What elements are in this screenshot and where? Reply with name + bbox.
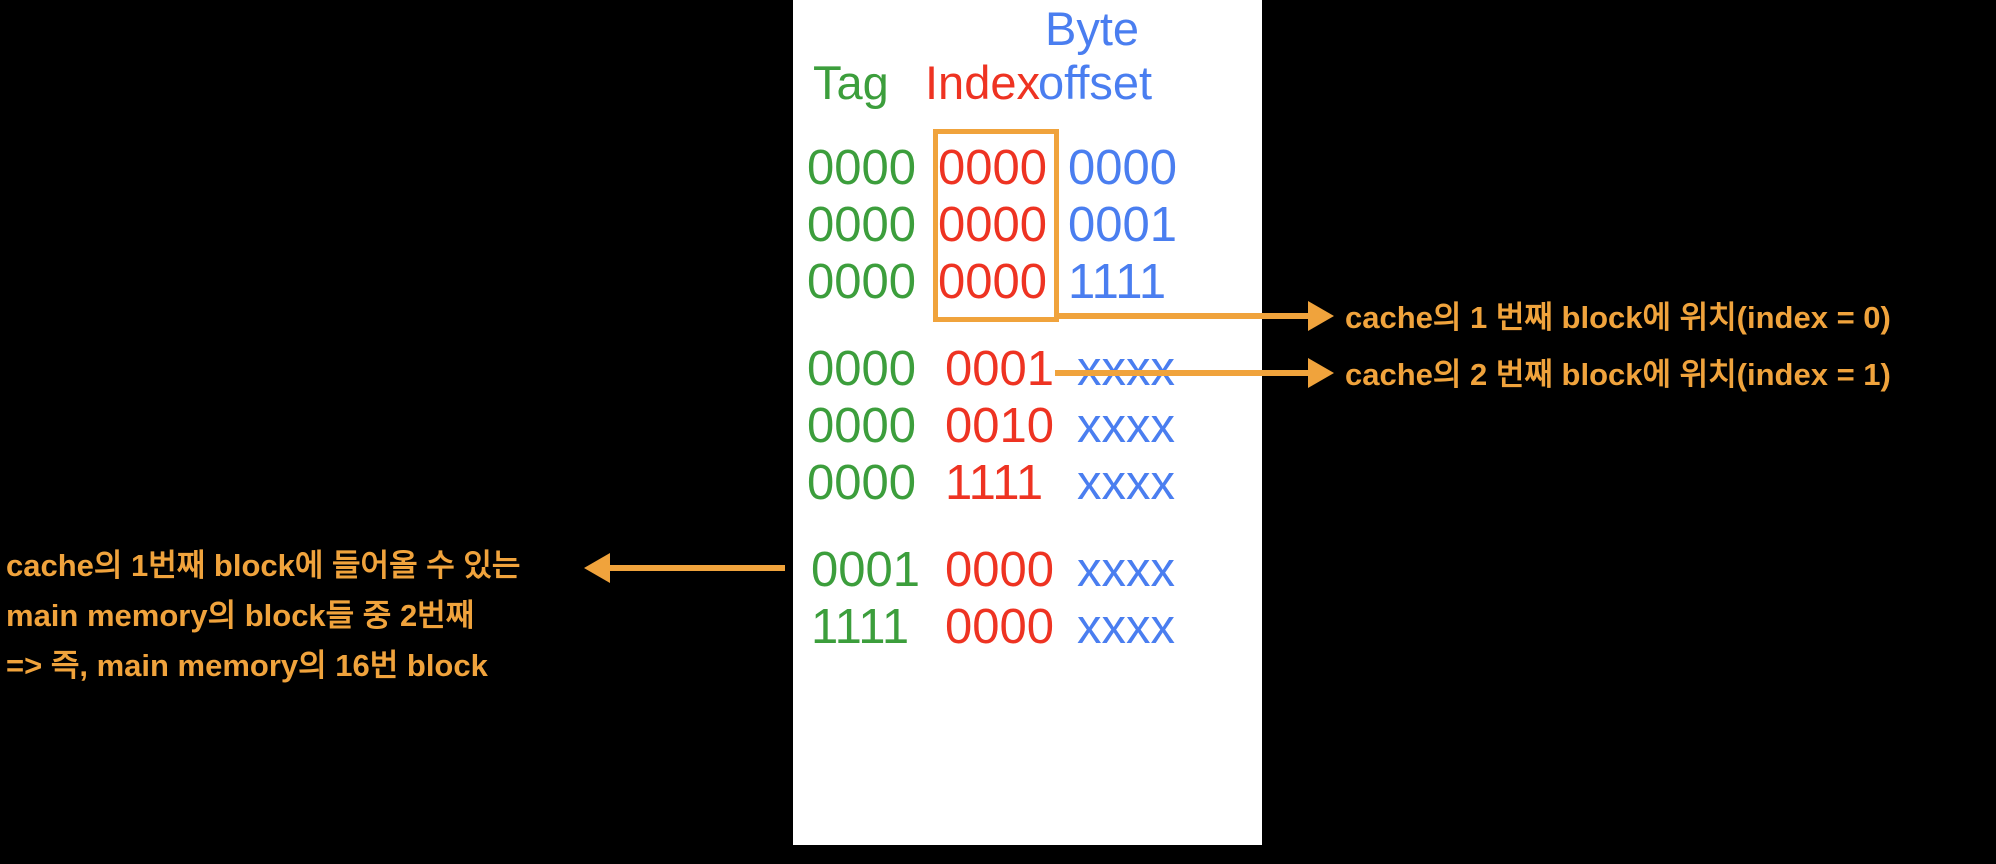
annotation-arrow-line-3 bbox=[610, 565, 785, 571]
row-byte-offset: xxxx bbox=[1077, 399, 1175, 453]
row-byte-offset: 1111 bbox=[1068, 255, 1167, 309]
table-row: 0000 1111 xxxx bbox=[793, 455, 1262, 512]
table-row: 0000 0010 xxxx bbox=[793, 398, 1262, 455]
table-row: 0000 0000 0001 bbox=[793, 197, 1262, 254]
header-byte-offset: offset bbox=[1038, 56, 1153, 109]
row-index: 0000 bbox=[945, 543, 1055, 597]
row-index: 0010 bbox=[945, 399, 1055, 453]
row-tag: 0001 bbox=[811, 543, 921, 597]
row-index: 0000 bbox=[938, 141, 1048, 195]
arrow-left-icon bbox=[584, 553, 610, 583]
annotation-arrow-line-1 bbox=[1055, 313, 1310, 319]
row-tag: 0000 bbox=[807, 456, 917, 510]
row-tag: 0000 bbox=[807, 342, 917, 396]
row-byte-offset: 0000 bbox=[1068, 141, 1178, 195]
annotation-arrow-line-2 bbox=[1055, 370, 1310, 376]
annotation-note-2: cache의 2 번째 block에 위치(index = 1) bbox=[1345, 357, 1891, 392]
header-index: Index bbox=[925, 56, 1040, 109]
address-breakdown-panel: Byte Tag Index offset 0000 0000 0000 000… bbox=[793, 0, 1262, 845]
arrow-right-icon bbox=[1308, 301, 1334, 331]
table-row: 0000 0000 1111 bbox=[793, 254, 1262, 311]
row-tag: 0000 bbox=[807, 399, 917, 453]
header-tag: Tag bbox=[813, 56, 889, 109]
row-byte-offset: xxxx bbox=[1077, 342, 1175, 396]
arrow-right-icon bbox=[1308, 358, 1334, 388]
table-row: 1111 0000 xxxx bbox=[793, 599, 1262, 656]
row-tag: 0000 bbox=[807, 141, 917, 195]
row-index: 0000 bbox=[938, 255, 1048, 309]
table-row: 0000 0000 0000 bbox=[793, 140, 1262, 197]
annotation-note-3-line-2: main memory의 block들 중 2번째 bbox=[6, 598, 475, 634]
annotation-note-1: cache의 1 번째 block에 위치(index = 0) bbox=[1345, 300, 1891, 335]
row-tag: 0000 bbox=[807, 255, 917, 309]
row-tag: 1111 bbox=[811, 600, 910, 654]
row-byte-offset: 0001 bbox=[1068, 198, 1178, 252]
row-byte-offset: xxxx bbox=[1077, 456, 1175, 510]
header-byte: Byte bbox=[1045, 2, 1140, 55]
row-index: 1111 bbox=[945, 456, 1044, 510]
table-row: 0001 0000 xxxx bbox=[793, 542, 1262, 599]
annotation-note-3: cache의 1번째 block에 들어올 수 있는 main memory의 … bbox=[6, 541, 520, 692]
index-highlight-box bbox=[933, 129, 1059, 322]
row-tag: 0000 bbox=[807, 198, 917, 252]
row-index: 0001 bbox=[945, 342, 1055, 396]
row-index: 0000 bbox=[945, 600, 1055, 654]
annotation-note-3-line-1: cache의 1번째 block에 들어올 수 있는 bbox=[6, 548, 521, 583]
annotation-note-3-line-3: => 즉, main memory의 16번 block bbox=[6, 648, 488, 684]
row-index: 0000 bbox=[938, 198, 1048, 252]
row-byte-offset: xxxx bbox=[1077, 600, 1175, 654]
table-row: 0000 0001 xxxx bbox=[793, 341, 1262, 398]
row-byte-offset: xxxx bbox=[1077, 543, 1175, 597]
